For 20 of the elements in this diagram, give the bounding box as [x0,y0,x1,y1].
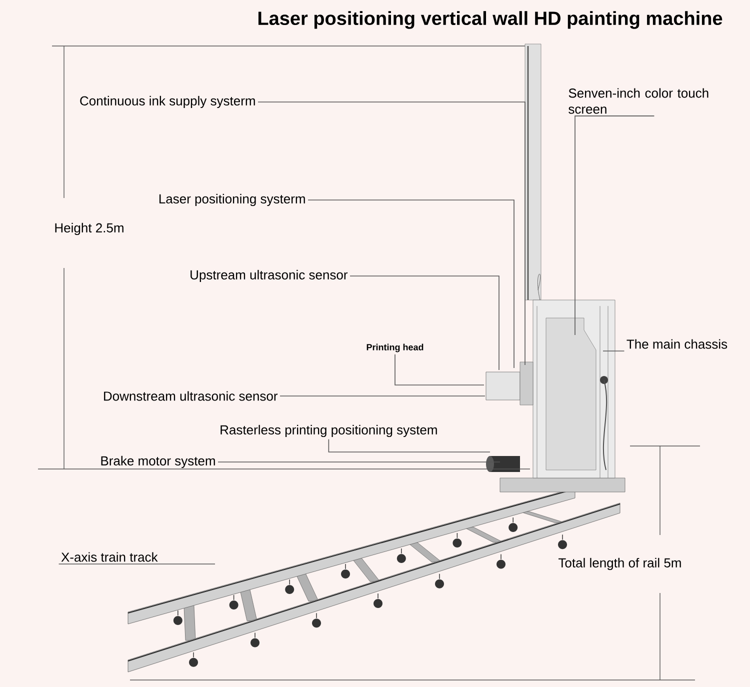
leader-line [350,276,500,370]
leader-line [328,438,490,452]
callout-text: X-axis train track [61,552,158,562]
callout-text: Rasterless printing positioning system [220,424,437,438]
callout-text: Upstream ultrasonic sensor [190,270,348,282]
callout-text: Senven-inch color touch screen [568,88,708,114]
leader-line [394,354,484,386]
leader-line [308,200,514,368]
callout-text: Printing head [366,344,424,352]
callout-text: Laser positioning systerm [159,194,305,206]
leader-line [258,102,526,366]
callout-text: Continuous ink supply systerm [80,96,255,108]
callout-text: The main chassis [626,339,728,349]
leader-line [602,350,625,352]
dimension-label: Total length of rail 5m [558,558,681,570]
callout-text: Brake motor system [101,456,215,468]
title: Laser positioning vertical wall HD painting machine [258,11,722,29]
dimension-label: Height 2.5m [55,222,124,236]
callout-text: Downstream ultrasonic sensor [104,391,278,401]
leader-line [574,116,655,336]
